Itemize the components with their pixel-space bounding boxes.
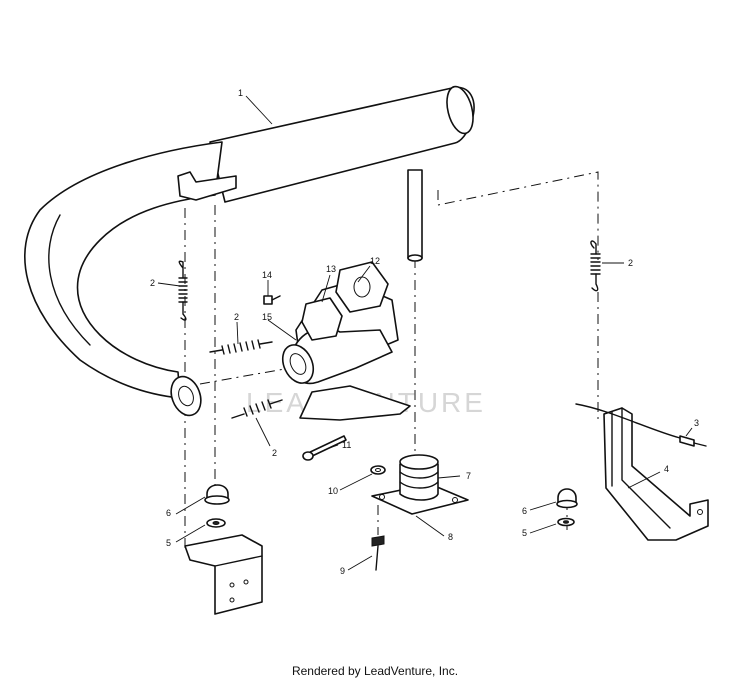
spring-right bbox=[590, 240, 601, 292]
callout-6-right: 6 bbox=[522, 506, 527, 516]
callout-6-left: 6 bbox=[166, 508, 171, 518]
callout-14: 14 bbox=[262, 270, 272, 280]
callout-2-left: 2 bbox=[150, 278, 155, 288]
cable-3 bbox=[575, 403, 707, 447]
callout-11: 11 bbox=[342, 440, 351, 450]
grommet-left bbox=[204, 484, 230, 505]
muffler bbox=[24, 85, 475, 417]
washer-left bbox=[206, 518, 226, 528]
washer-10 bbox=[370, 465, 386, 475]
exhaust-manifold bbox=[281, 261, 411, 421]
callout-8: 8 bbox=[448, 532, 453, 542]
bracket-right bbox=[603, 407, 709, 541]
callout-5-right: 5 bbox=[522, 528, 527, 538]
callout-9: 9 bbox=[340, 566, 345, 576]
callout-10: 10 bbox=[328, 486, 338, 496]
bolt-14 bbox=[263, 295, 281, 305]
spring-center-upper bbox=[209, 339, 273, 355]
callout-7: 7 bbox=[466, 471, 471, 481]
callout-3: 3 bbox=[694, 418, 699, 428]
callout-2-center-upper: 2 bbox=[234, 312, 239, 322]
callout-labels: 1 2 2 2 2 3 4 5 5 6 6 7 8 9 10 11 12 13 … bbox=[150, 88, 699, 576]
callout-5-left: 5 bbox=[166, 538, 171, 548]
spring-center-lower bbox=[231, 399, 283, 419]
callout-2-center-lower: 2 bbox=[272, 448, 277, 458]
grommet-right bbox=[556, 488, 578, 509]
leader-lines bbox=[157, 95, 693, 571]
screw-9 bbox=[371, 535, 385, 571]
callout-4: 4 bbox=[664, 464, 669, 474]
bolt-11 bbox=[302, 435, 347, 461]
callout-15: 15 bbox=[262, 312, 272, 322]
callout-13: 13 bbox=[326, 264, 336, 274]
callout-2-right: 2 bbox=[628, 258, 633, 268]
footer-credit: Rendered by LeadVenture, Inc. bbox=[291, 664, 459, 678]
bracket-left bbox=[184, 534, 263, 615]
callout-12: 12 bbox=[370, 256, 380, 266]
spring-left-vertical bbox=[178, 260, 188, 321]
callout-1: 1 bbox=[238, 88, 243, 98]
isolator-mount bbox=[371, 454, 469, 515]
washer-right bbox=[557, 517, 575, 527]
